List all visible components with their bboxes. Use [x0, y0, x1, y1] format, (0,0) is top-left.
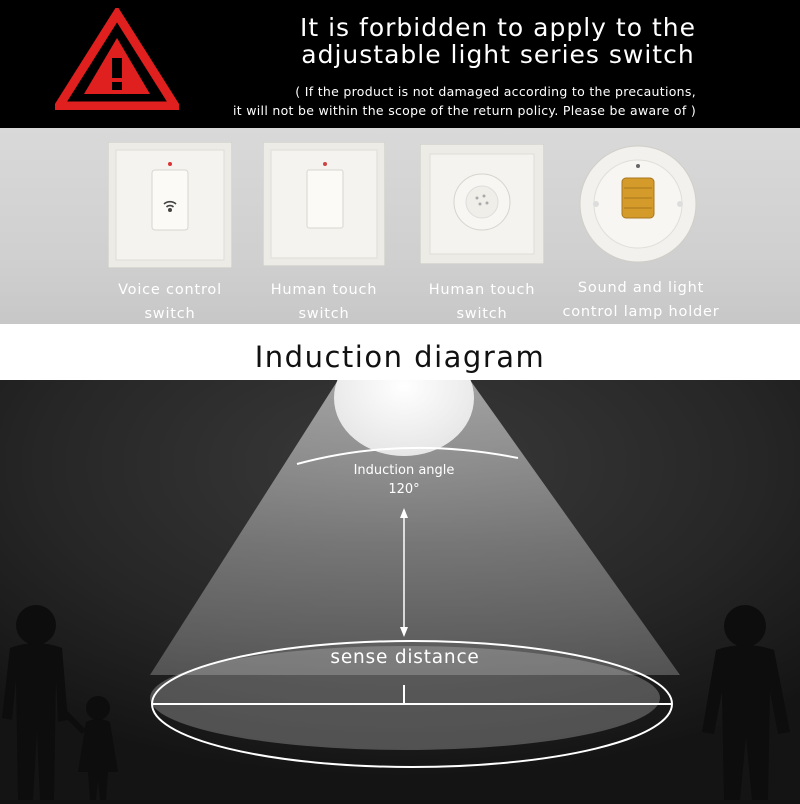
product-caption: Human touch switch: [239, 278, 409, 326]
caption-line2: switch: [456, 306, 508, 322]
adult-child-silhouette-icon: [2, 605, 118, 800]
angle-value-text: 120°: [388, 482, 420, 497]
return-policy-note: ( If the product is not damaged accordin…: [233, 82, 696, 120]
induction-diagram-graphic: [0, 340, 800, 800]
product-caption: Human touch switch: [397, 278, 567, 326]
induction-diagram: Induction angle 120° sense distance: [0, 340, 800, 800]
product-caption: Voice control switch: [85, 278, 255, 326]
caption-line2: switch: [298, 306, 350, 322]
warning-title-line1: It is forbidden to apply to the: [299, 13, 696, 42]
induction-angle-label: Induction angle 120°: [320, 461, 488, 499]
diagram-title-bar: Induction diagram: [0, 324, 800, 380]
person-silhouette-icon: [702, 605, 790, 800]
caption-line1: Human touch: [428, 282, 536, 298]
caption-line2: switch: [144, 306, 196, 322]
voice-switch-image: [108, 142, 232, 268]
caption-line2: control lamp holder: [562, 304, 720, 320]
note-line2: it will not be within the scope of the r…: [233, 103, 696, 118]
angle-label-text: Induction angle: [353, 463, 455, 478]
product-caption: Sound and light control lamp holder: [556, 276, 726, 324]
warning-title-line2: adjustable light series switch: [301, 40, 695, 69]
note-line1: ( If the product is not damaged accordin…: [295, 84, 696, 99]
angle-arc: [296, 446, 519, 465]
lamp-holder-image: [579, 145, 697, 263]
light-beam: [150, 380, 680, 675]
diagram-title: Induction diagram: [254, 340, 546, 374]
warning-triangle-icon: [55, 8, 179, 110]
incompatible-products-strip: Voice control switch Human touch switch: [0, 128, 800, 412]
touch-knob-image: [420, 144, 544, 264]
warning-title: It is forbidden to apply to the adjustab…: [300, 14, 696, 68]
caption-line1: Sound and light: [577, 280, 705, 296]
warning-banner: It is forbidden to apply to the adjustab…: [0, 0, 800, 128]
caption-line1: Human touch: [270, 282, 378, 298]
caption-line1: Voice control: [118, 282, 222, 298]
touch-switch-image: [263, 142, 385, 266]
sense-distance-label: sense distance: [330, 647, 480, 668]
